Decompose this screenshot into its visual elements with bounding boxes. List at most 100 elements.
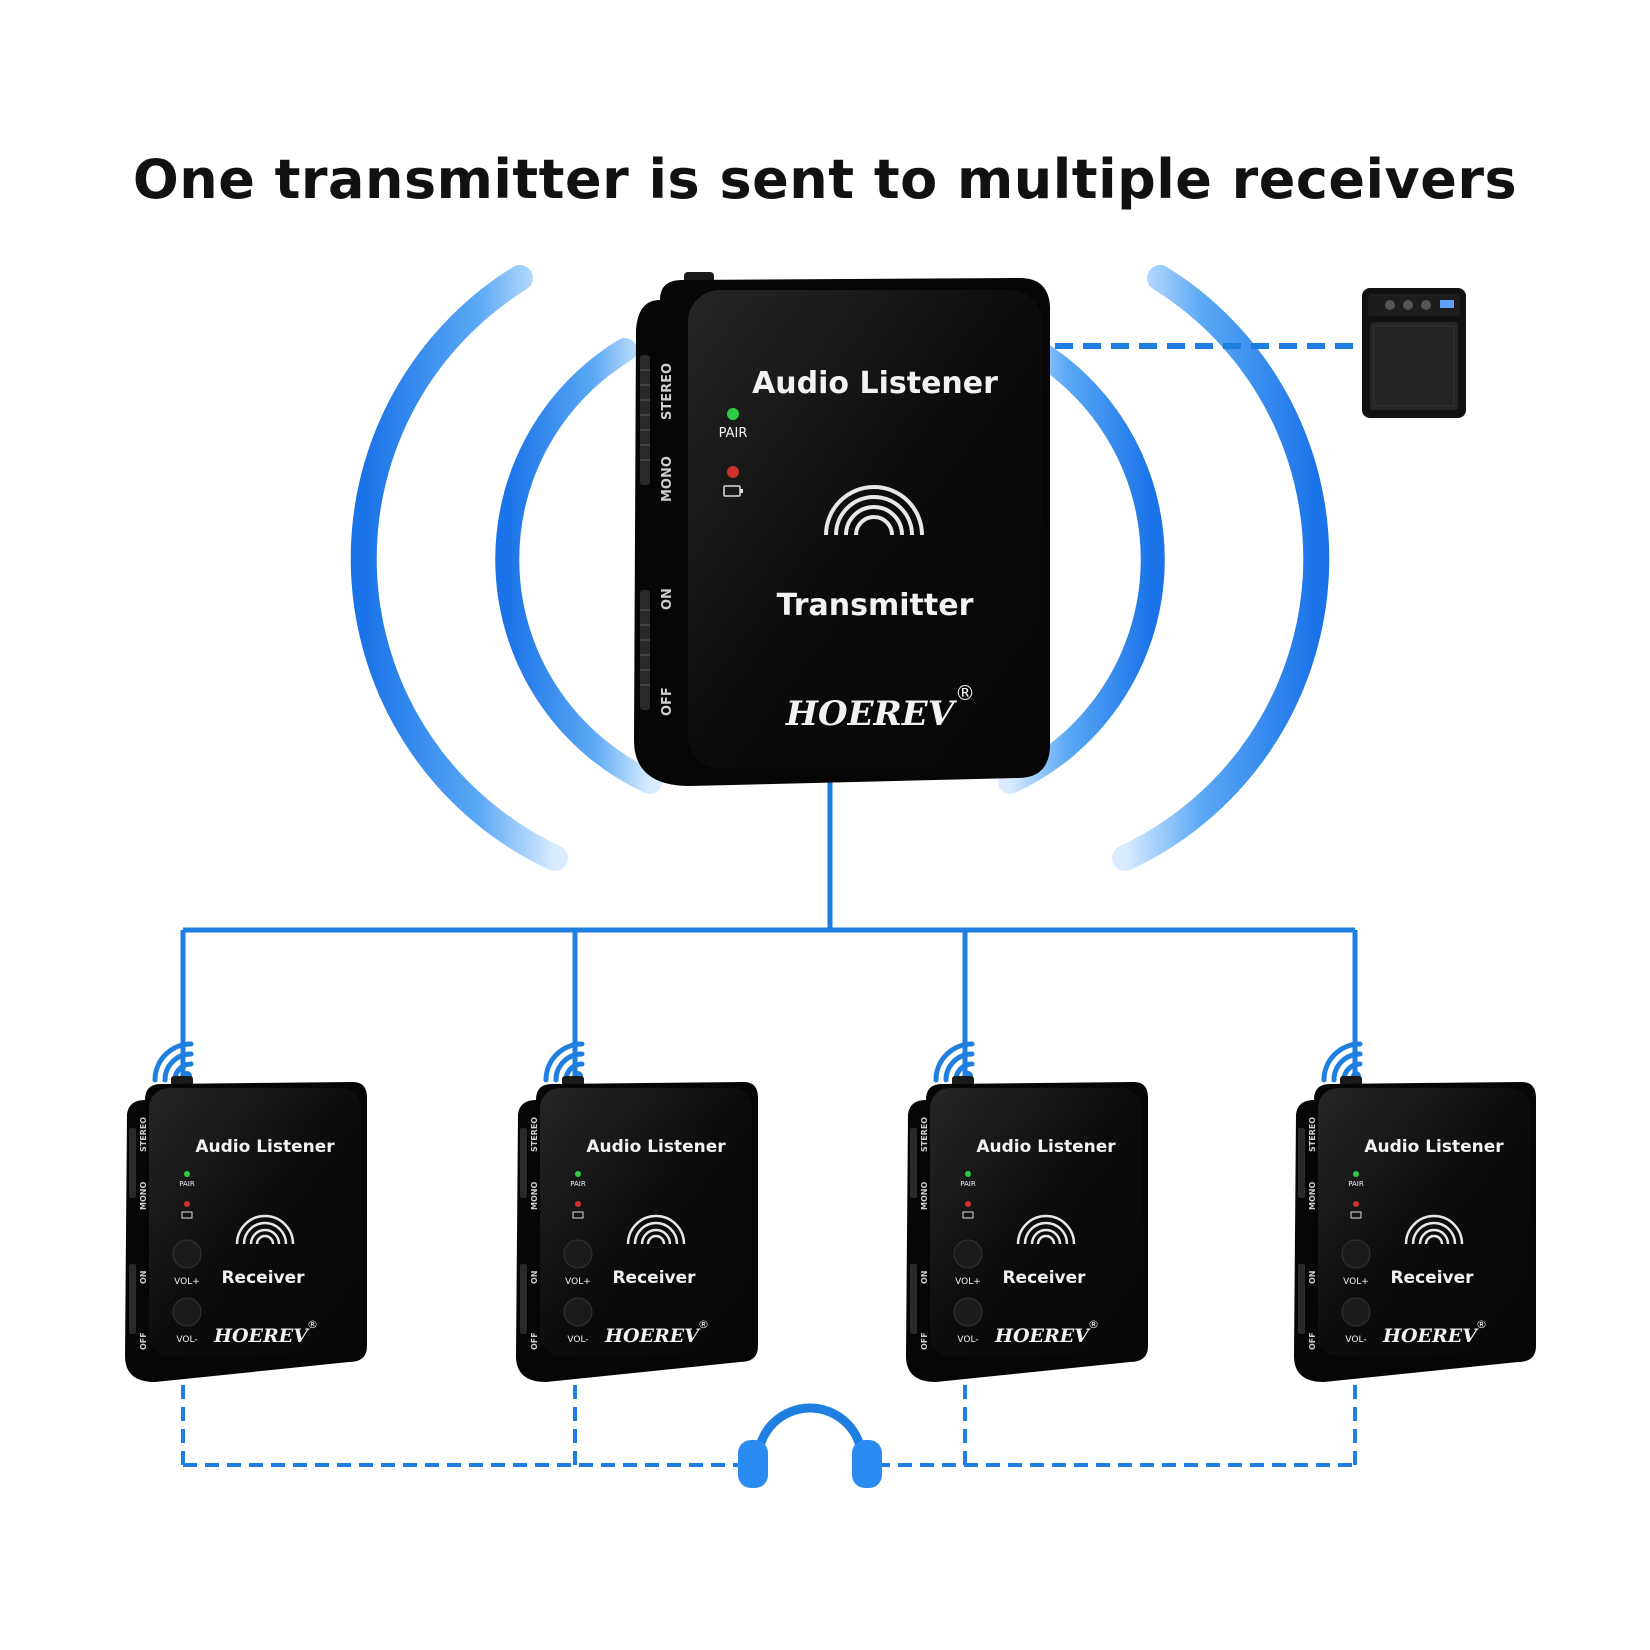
volume-down-label: VOL- (957, 1335, 978, 1345)
receiver-on-label: ON (530, 1271, 539, 1285)
battery-icon (181, 1211, 193, 1219)
volume-down-button[interactable] (172, 1297, 202, 1327)
receiver-label: Receiver (221, 1268, 305, 1288)
volume-down-label: VOL- (1345, 1335, 1366, 1345)
pair-led (1353, 1171, 1359, 1177)
wireless-arc-icon (235, 1214, 295, 1245)
receiver-header: Audio Listener (976, 1137, 1116, 1157)
receiver-off-label: OFF (139, 1332, 148, 1350)
receiver-on-label: ON (1308, 1271, 1317, 1285)
volume-down-button[interactable] (1341, 1297, 1371, 1327)
volume-down-label: VOL- (176, 1335, 197, 1345)
receiver-face (930, 1088, 1142, 1356)
wireless-arc-icon (626, 1214, 686, 1245)
wifi-signal-icon (152, 1041, 194, 1083)
transmitter-mono-label: MONO (660, 456, 675, 502)
transmitter-label: Transmitter (777, 588, 974, 623)
receiver-pair-label: PAIR (570, 1180, 586, 1188)
wave-left-inner (495, 338, 662, 794)
volume-up-button[interactable] (953, 1239, 983, 1269)
receiver-brand: HOEREV (213, 1325, 310, 1347)
volume-up-button[interactable] (172, 1239, 202, 1269)
volume-up-label: VOL+ (174, 1277, 200, 1287)
battery-icon (723, 485, 743, 497)
headphones-icon (738, 1403, 882, 1488)
receiver-on-label: ON (920, 1271, 929, 1285)
broadcast-waves (350, 265, 1330, 871)
volume-up-label: VOL+ (955, 1277, 981, 1287)
receiver-face (149, 1088, 361, 1356)
receiver-label: Receiver (1002, 1268, 1086, 1288)
receiver-registered: ® (698, 1318, 709, 1331)
charge-led (575, 1201, 581, 1207)
receiver-header: Audio Listener (195, 1137, 335, 1157)
receiver-brand: HOEREV (994, 1325, 1091, 1347)
wave-left-outer (350, 265, 568, 871)
volume-up-label: VOL+ (1343, 1277, 1369, 1287)
pair-led (184, 1171, 190, 1177)
receiver-face (1318, 1088, 1530, 1356)
receiver-off-label: OFF (1308, 1332, 1317, 1350)
pair-led (965, 1171, 971, 1177)
receiver-stereo-label: STEREO (920, 1117, 929, 1152)
headphone-links (181, 1385, 1357, 1467)
receiver-stereo-label: STEREO (530, 1117, 539, 1152)
receiver-brand: HOEREV (1382, 1325, 1479, 1347)
receiver-mono-label: MONO (139, 1182, 148, 1210)
transmitter-off-label: OFF (660, 687, 675, 716)
battery-icon (962, 1211, 974, 1219)
receiver-brand: HOEREV (604, 1325, 701, 1347)
battery-icon (1350, 1211, 1362, 1219)
receiver-label: Receiver (612, 1268, 696, 1288)
receiver-face (540, 1088, 752, 1356)
volume-down-label: VOL- (567, 1335, 588, 1345)
receiver-mono-label: MONO (1308, 1182, 1317, 1210)
receiver-pair-label: PAIR (960, 1180, 976, 1188)
volume-down-button[interactable] (953, 1297, 983, 1327)
transmitter-device: STEREO MONO ON OFF Audio Listener PAIR T… (634, 272, 1050, 786)
transmitter-registered: ® (955, 681, 975, 705)
wave-right-inner (998, 338, 1165, 794)
receiver-header: Audio Listener (586, 1137, 726, 1157)
charge-led (965, 1201, 971, 1207)
receiver-stereo-label: STEREO (139, 1117, 148, 1152)
receiver-mono-label: MONO (920, 1182, 929, 1210)
transmitter-brand: HOEREV (785, 694, 958, 734)
receiver-registered: ® (1476, 1318, 1487, 1331)
receiver-header: Audio Listener (1364, 1137, 1504, 1157)
receiver-registered: ® (1088, 1318, 1099, 1331)
wave-right-outer (1112, 265, 1330, 871)
page-title: One transmitter is sent to multiple rece… (132, 148, 1518, 211)
receiver-label: Receiver (1390, 1268, 1474, 1288)
pair-led (727, 408, 739, 420)
receiver-pair-label: PAIR (1348, 1180, 1364, 1188)
wireless-arc-icon (824, 485, 924, 536)
charge-led (184, 1201, 190, 1207)
transmitter-face (688, 290, 1042, 768)
receiver-off-label: OFF (530, 1332, 539, 1350)
volume-up-button[interactable] (1341, 1239, 1371, 1269)
amplifier-icon (1362, 288, 1466, 418)
transmitter-header: Audio Listener (752, 366, 998, 401)
receiver-off-label: OFF (920, 1332, 929, 1350)
receiver-pair-label: PAIR (179, 1180, 195, 1188)
transmitter-stereo-label: STEREO (660, 363, 675, 420)
receiver-registered: ® (307, 1318, 318, 1331)
transmitter-pair-label: PAIR (719, 426, 748, 441)
receiver-on-label: ON (139, 1271, 148, 1285)
wireless-arc-icon (1016, 1214, 1076, 1245)
charge-led (1353, 1201, 1359, 1207)
wireless-arc-icon (1404, 1214, 1464, 1245)
volume-down-button[interactable] (563, 1297, 593, 1327)
volume-up-button[interactable] (563, 1239, 593, 1269)
charge-led (727, 466, 739, 478)
pair-led (575, 1171, 581, 1177)
battery-icon (572, 1211, 584, 1219)
receiver-stereo-label: STEREO (1308, 1117, 1317, 1152)
receiver-mono-label: MONO (530, 1182, 539, 1210)
